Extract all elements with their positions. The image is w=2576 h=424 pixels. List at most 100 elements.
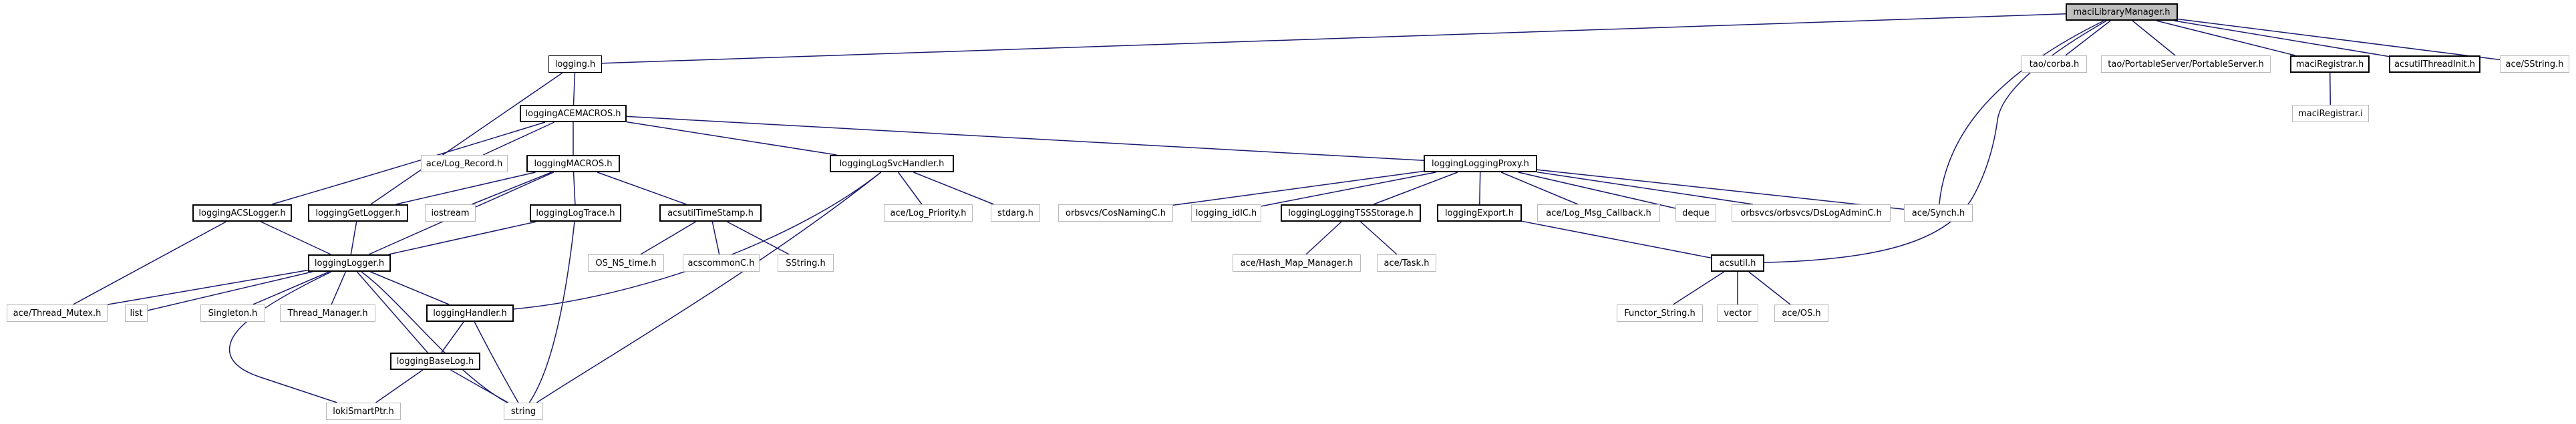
edge-loggingLogSvcHandler-to-aceLogPriority (897, 172, 923, 205)
node-maciRegistrarI[interactable]: maciRegistrar.i (2292, 105, 2369, 122)
edge-tssStorage-to-aceTask (1359, 221, 1398, 255)
edge-acsutil-to-aceOS (1748, 271, 1791, 305)
edge-maciLibraryManager-to-maciRegistrar (2156, 20, 2295, 56)
edge-loggingLoggingProxy-to-aceSynch (1537, 169, 1905, 210)
edge-loggingGetLogger-to-loggingLogger (350, 221, 357, 255)
edge-loggingMACROS-to-acsutilTimeStamp (597, 172, 687, 205)
node-loggingACSLogger[interactable]: loggingACSLogger.h (192, 204, 292, 222)
edge-loggingLogger-to-singleton (253, 271, 330, 305)
edge-acsutilTimeStamp-to-sstring (726, 221, 790, 255)
node-aceSString[interactable]: ace/SString.h (2500, 55, 2569, 73)
edge-loggingLoggingProxy-to-tssStorage (1373, 172, 1458, 205)
edge-loggingHandler-to-loggingBaseLog (441, 321, 464, 353)
node-loggingBaseLog[interactable]: loggingBaseLog.h (390, 353, 480, 370)
node-deque[interactable]: deque (1675, 204, 1716, 222)
edge-maciLibraryManager-to-taoPortableServer (2132, 20, 2176, 56)
edge-maciRegistrar-to-maciRegistrarI (2329, 72, 2331, 105)
edge-loggingACEMACROS-to-loggingLoggingProxy (626, 116, 1424, 162)
node-acsutilThreadInit[interactable]: acsutilThreadInit.h (2389, 55, 2480, 73)
node-loggingMACROS[interactable]: loggingMACROS.h (526, 155, 620, 172)
node-loggingHandler[interactable]: loggingHandler.h (426, 304, 514, 322)
node-maciLibraryManager[interactable]: maciLibraryManager.h (2066, 3, 2178, 21)
node-sstring[interactable]: SString.h (778, 254, 834, 272)
edge-loggingLogSvcHandler-to-loggingHandler (513, 172, 882, 310)
node-aceLogRecord[interactable]: ace/Log_Record.h (421, 155, 508, 172)
node-loggingLogSvcHandler[interactable]: loggingLogSvcHandler.h (830, 155, 954, 172)
node-tssStorage[interactable]: loggingLoggingTSSStorage.h (1281, 204, 1421, 222)
edge-loggingLoggingProxy-to-aceLogMsgCallback (1500, 172, 1579, 205)
node-string[interactable]: string (504, 403, 543, 420)
node-taoPortableServer[interactable]: tao/PortableServer/PortableServer.h (2101, 55, 2271, 73)
node-aceLogMsgCallback[interactable]: ace/Log_Msg_Callback.h (1537, 204, 1660, 222)
node-aceLogPriority[interactable]: ace/Log_Priority.h (884, 204, 973, 222)
node-cosNamingC[interactable]: orbsvcs/CosNamingC.h (1058, 204, 1173, 222)
node-functorString[interactable]: Functor_String.h (1617, 304, 1703, 322)
node-loggingLogTrace[interactable]: loggingLogTrace.h (530, 204, 621, 222)
edge-acsutil-to-functorString (1673, 271, 1725, 305)
node-osNsTime[interactable]: OS_NS_time.h (588, 254, 664, 272)
edge-loggingLoggingProxy-to-loggingIdlC (1261, 172, 1436, 207)
node-loggingACEMACROS[interactable]: loggingACEMACROS.h (520, 105, 627, 122)
edge-loggingACSLogger-to-aceThreadMutex (73, 221, 226, 305)
edge-logging-to-loggingGetLogger (370, 72, 563, 205)
node-threadManager[interactable]: Thread_Manager.h (280, 304, 375, 322)
edge-loggingLogTrace-to-string (528, 221, 575, 403)
node-aceSynch[interactable]: ace/Synch.h (1904, 204, 1973, 222)
edge-loggingACSLogger-to-loggingLogger (260, 221, 331, 255)
edge-loggingLogger-to-loggingHandler (370, 271, 450, 305)
edge-loggingLoggingProxy-to-cosNamingC (1172, 170, 1424, 206)
node-logging[interactable]: logging.h (548, 55, 602, 73)
edge-loggingHandler-to-string (474, 321, 519, 403)
edge-maciLibraryManager-to-acsutilThreadInit (2173, 20, 2390, 57)
node-taoCorba[interactable]: tao/corba.h (2022, 55, 2087, 73)
node-aceThreadMutex[interactable]: ace/Thread_Mutex.h (7, 304, 108, 322)
node-aceHashMapManager[interactable]: ace/Hash_Map_Manager.h (1233, 254, 1361, 272)
node-acsutil[interactable]: acsutil.h (1711, 254, 1764, 272)
edge-loggingACEMACROS-to-loggingACSLogger (271, 122, 546, 205)
edge-loggingLogger-to-loggingBaseLog (356, 271, 428, 353)
node-stdarg[interactable]: stdarg.h (991, 204, 1040, 222)
edge-acsutilTimeStamp-to-acscommonC (711, 221, 720, 255)
edge-loggingLogger-to-aceThreadMutex (107, 269, 309, 305)
edge-loggingMACROS-to-loggingGetLogger (395, 172, 536, 205)
node-singleton[interactable]: Singleton.h (200, 304, 265, 322)
edge-maciLibraryManager-to-logging (601, 13, 2066, 64)
node-loggingGetLogger[interactable]: loggingGetLogger.h (308, 204, 408, 222)
node-vector[interactable]: vector (1717, 304, 1758, 322)
edge-loggingLoggingProxy-to-dsLogAdminC (1537, 171, 1754, 205)
edge-acsutilTimeStamp-to-osNsTime (640, 221, 696, 255)
edge-loggingLogSvcHandler-to-stdarg (913, 172, 994, 205)
node-maciRegistrar[interactable]: maciRegistrar.h (2290, 55, 2370, 73)
edge-loggingLogger-to-string (361, 271, 508, 403)
edge-loggingMACROS-to-loggingLogTrace (573, 172, 576, 205)
node-acscommonC[interactable]: acscommonC.h (683, 254, 760, 272)
edge-loggingLogTrace-to-loggingLogger (388, 221, 536, 255)
node-aceTask[interactable]: ace/Task.h (1377, 254, 1436, 272)
edge-loggingLoggingProxy-to-deque (1518, 172, 1676, 209)
edge-loggingLogSvcHandler-to-string (536, 172, 882, 403)
edge-loggingACEMACROS-to-aceLogRecord (482, 122, 555, 156)
node-loggingLoggingProxy[interactable]: loggingLoggingProxy.h (1424, 155, 1537, 172)
edge-maciLibraryManager-to-aceSString (2177, 18, 2501, 61)
node-acsutilTimeStamp[interactable]: acsutilTimeStamp.h (659, 204, 762, 222)
edge-loggingBaseLog-to-string (450, 369, 508, 403)
node-aceOS[interactable]: ace/OS.h (1774, 304, 1828, 322)
edge-maciLibraryManager-to-acsutil (1764, 20, 2107, 263)
node-lokiSmartPtr[interactable]: lokiSmartPtr.h (326, 403, 401, 420)
edge-loggingLogger-to-lokiSmartPtr (228, 271, 337, 403)
node-list[interactable]: list (125, 304, 148, 322)
node-loggingLogger[interactable]: loggingLogger.h (308, 254, 391, 272)
node-loggingExport[interactable]: loggingExport.h (1437, 204, 1522, 222)
edge-logging-to-loggingACEMACROS (573, 72, 576, 105)
node-loggingIdlC[interactable]: logging_idlC.h (1191, 204, 1261, 222)
edge-loggingExport-to-acsutil (1521, 220, 1712, 258)
edge-maciLibraryManager-to-taoCorba (2065, 20, 2111, 56)
edge-maciLibraryManager-to-aceSynch (1939, 20, 2104, 205)
edge-tssStorage-to-aceHashMapManager (1305, 221, 1342, 255)
edge-loggingMACROS-to-iostream (472, 172, 552, 205)
node-dsLogAdminC[interactable]: orbsvcs/orbsvcs/DsLogAdminC.h (1732, 204, 1891, 222)
edge-loggingBaseLog-to-lokiSmartPtr (375, 369, 424, 403)
node-iostream[interactable]: iostream (425, 204, 476, 222)
